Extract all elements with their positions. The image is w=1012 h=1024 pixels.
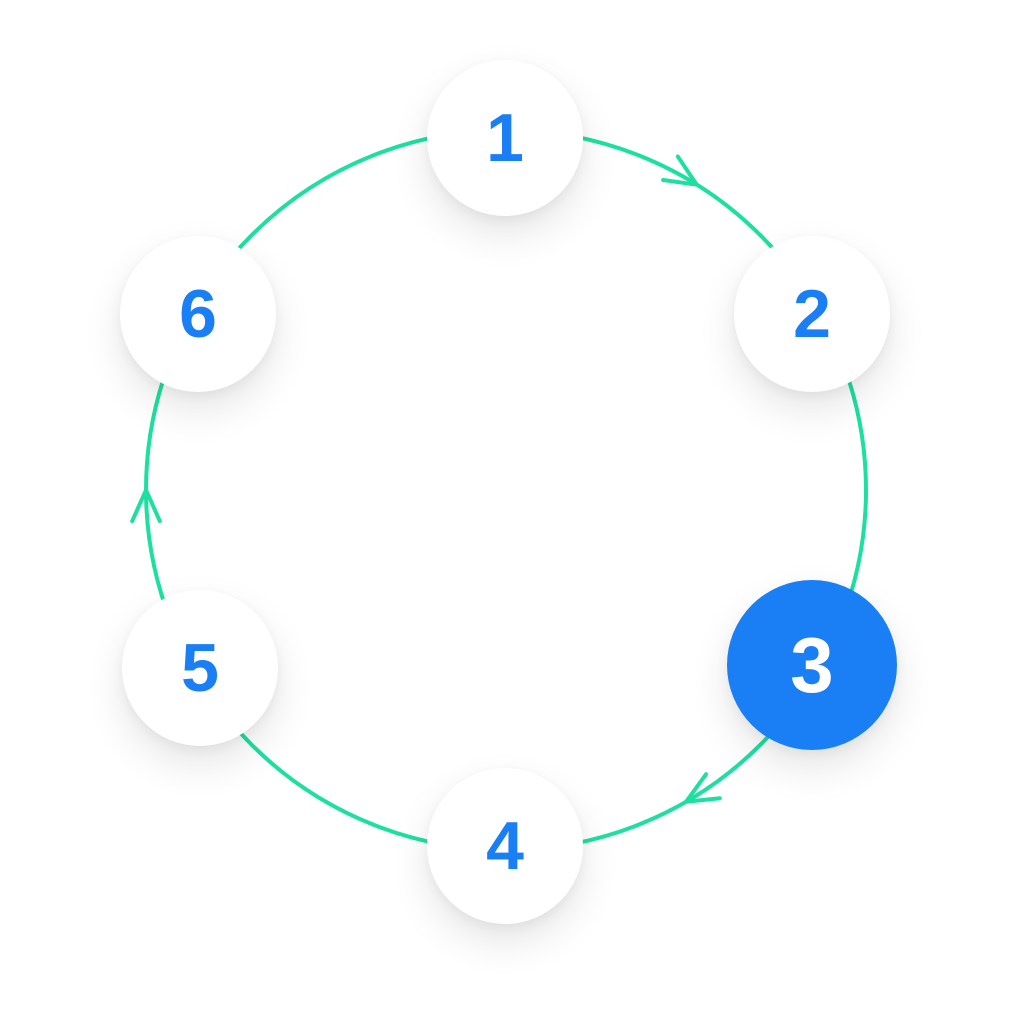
step-number: 2 [793,276,831,352]
arrow-1-to-2-icon [661,154,699,187]
step-node-5: 5 [122,590,278,746]
step-node-3: 3 [727,580,897,750]
step-node-4: 4 [427,768,583,924]
step-number: 3 [790,621,834,709]
ring-path [144,128,868,852]
arrow-3-to-4-icon [684,772,722,804]
step-number: 5 [181,630,219,706]
step-node-6: 6 [120,236,276,392]
step-number: 4 [486,808,524,884]
step-node-2: 2 [734,236,890,392]
step-number: 1 [486,100,524,176]
step-number: 6 [179,276,217,352]
step-node-1: 1 [427,60,583,216]
arrow-5-to-6-icon [130,488,162,524]
